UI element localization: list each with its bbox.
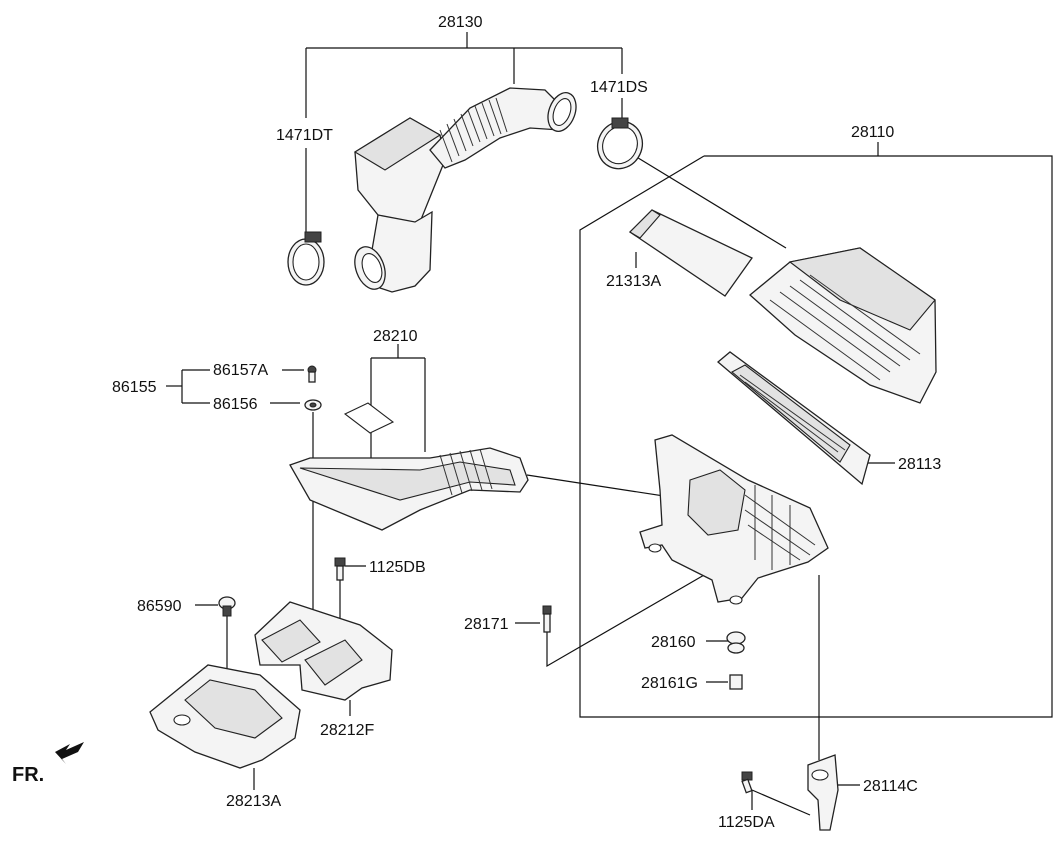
inlet-duct-part [254,601,393,701]
label-86155: 86155 [112,379,157,396]
label-86590: 86590 [137,598,182,615]
label-28210: 28210 [373,328,418,345]
lower-cover-part [149,664,301,769]
leader-lines [166,32,1053,816]
label-28114C: 28114C [863,778,918,795]
resonator-part [628,209,753,297]
hose-clamp-ds-part [596,117,644,170]
label-1125DA: 1125DA [718,814,775,831]
air-cleaner-cover-part [749,247,937,404]
filter-element-part [716,351,871,486]
intake-hose-part [353,87,577,293]
label-28113: 28113 [898,456,941,473]
label-1471DT: 1471DT [276,127,333,144]
air-duct-part [289,447,529,531]
part-labels: 28130 1471DS 1471DT 28110 21313A 28210 8… [12,14,941,831]
label-28212F: 28212F [320,722,374,739]
hose-clamp-dt-part [287,231,325,286]
label-28171: 28171 [464,616,509,633]
front-direction-label: FR. [12,764,44,786]
fastener-parts [218,365,839,831]
front-direction-arrow-icon [55,742,84,764]
label-28160: 28160 [651,634,696,651]
label-86157A: 86157A [213,362,268,379]
label-1125DB: 1125DB [369,559,426,576]
label-28161G: 28161G [641,675,698,692]
air-cleaner-body-part [639,434,829,605]
label-28213A: 28213A [226,793,281,810]
label-sticker-part [343,402,395,434]
label-28110: 28110 [851,124,894,141]
label-28130: 28130 [438,14,483,31]
label-21313A: 21313A [606,273,661,290]
label-86156: 86156 [213,396,258,413]
label-1471DS: 1471DS [590,79,648,96]
